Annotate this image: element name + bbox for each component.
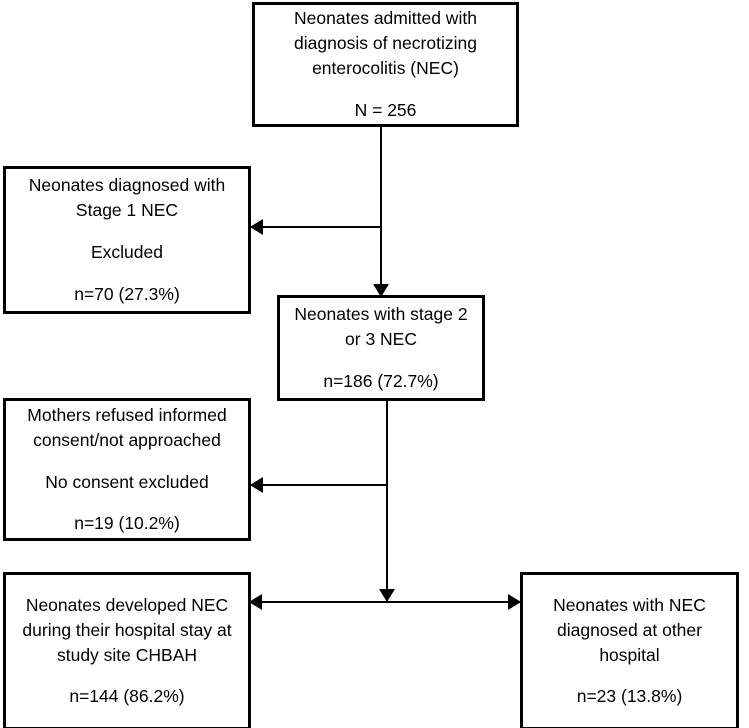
node-stage-2-or-3-nec: Neonates with stage 2 or 3 NEC n=186 (72… [277,295,485,401]
arrowhead-left-icon [249,594,262,610]
arrowhead-down-icon [379,589,395,602]
node-noconsent-description: Mothers refused informed consent/not app… [27,404,227,450]
node-stage1-excluded: Neonates diagnosed with Stage 1 NEC Excl… [3,166,251,314]
node-noconsent-count: n=19 (10.2%) [74,513,180,534]
node-chbah-description: Neonates developed NEC during their hosp… [22,594,232,665]
node-nec-at-other-hospital: Neonates with NEC diagnosed at other hos… [520,572,739,728]
node-admitted-count: N = 256 [354,99,417,120]
arrowhead-down-icon [373,284,389,297]
node-stage1-count: n=70 (27.3%) [74,283,180,304]
node-nec-at-study-site-chbah: Neonates developed NEC during their hosp… [3,572,251,728]
node-no-consent-excluded: Mothers refused informed consent/not app… [3,398,251,541]
node-admitted-description: Neonates admitted with diagnosis of necr… [294,8,477,78]
node-other-count: n=23 (13.8%) [576,686,683,707]
node-neonates-admitted: Neonates admitted with diagnosis of necr… [252,2,519,127]
node-stage1-description: Neonates diagnosed with Stage 1 NEC [28,175,226,221]
connector-stage23-to-no-consent [250,484,387,486]
node-chbah-count: n=144 (86.2%) [69,686,185,707]
arrowhead-left-icon [250,477,263,493]
connector-admitted-to-stage1-excluded [250,226,381,228]
node-other-description: Neonates with NEC diagnosed at other hos… [553,594,706,665]
node-stage23-description: Neonates with stage 2 or 3 NEC [294,304,468,350]
connector-admitted-to-stage23 [380,127,382,297]
node-stage23-count: n=186 (72.7%) [323,370,439,391]
arrowhead-right-icon [508,594,521,610]
node-noconsent-status: No consent excluded [45,471,209,492]
node-stage1-status: Excluded [91,242,163,262]
connector-chbah-to-other-hospital [250,601,521,603]
connector-stage23-to-bottom [386,401,388,602]
arrowhead-left-icon [250,219,263,235]
